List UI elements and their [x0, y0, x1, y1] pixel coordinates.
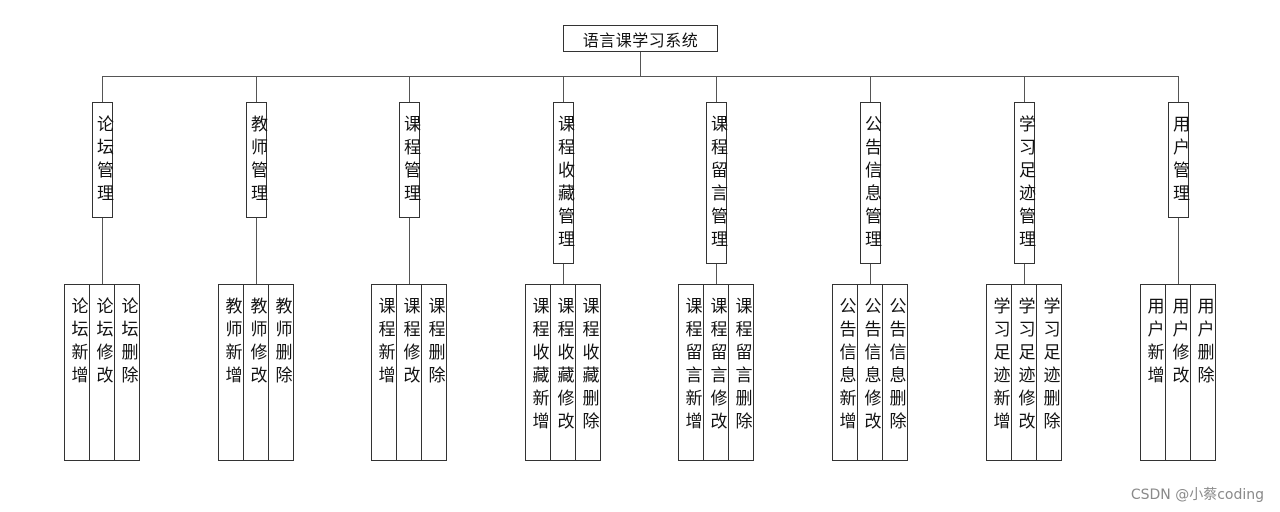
- module-node-label: 课程收藏管理: [554, 115, 574, 253]
- leaf-node-label: 论坛删除: [117, 297, 138, 389]
- leaf-node-label: 教师新增: [221, 297, 242, 389]
- leaf-node-label: 学习足迹新增: [989, 297, 1010, 435]
- leaf-node-label: 学习足迹删除: [1039, 297, 1060, 435]
- leaf-node: 教师修改: [243, 284, 269, 461]
- leaf-node-label: 课程留言删除: [731, 297, 752, 435]
- module-node: 论坛管理: [92, 102, 113, 218]
- leaf-node: 用户新增: [1140, 284, 1166, 461]
- module-node-label: 课程留言管理: [707, 115, 727, 253]
- leaf-node-label: 公告信息修改: [860, 297, 881, 435]
- leaf-node: 课程新增: [371, 284, 397, 461]
- module-node-label: 论坛管理: [93, 115, 113, 207]
- leaf-node-label: 课程留言修改: [706, 297, 727, 435]
- leaf-node-label: 论坛新增: [67, 297, 88, 389]
- leaf-node-label: 用户新增: [1143, 297, 1164, 389]
- leaf-node-label: 公告信息新增: [835, 297, 856, 435]
- leaf-node-label: 论坛修改: [92, 297, 113, 389]
- module-node-label: 教师管理: [247, 115, 267, 207]
- leaf-node-label: 课程新增: [374, 297, 395, 389]
- leaf-node: 课程修改: [396, 284, 422, 461]
- leaf-node-label: 课程收藏新增: [528, 297, 549, 435]
- leaf-node-label: 用户删除: [1193, 297, 1214, 389]
- module-node: 课程收藏管理: [553, 102, 574, 264]
- leaf-node-label: 教师修改: [246, 297, 267, 389]
- leaf-node: 课程留言新增: [678, 284, 704, 461]
- module-node: 公告信息管理: [860, 102, 881, 264]
- leaf-node: 教师新增: [218, 284, 244, 461]
- leaf-node: 课程留言修改: [703, 284, 729, 461]
- module-node-label: 公告信息管理: [861, 115, 881, 253]
- leaf-node-label: 学习足迹修改: [1014, 297, 1035, 435]
- leaf-node: 课程收藏修改: [550, 284, 576, 461]
- leaf-node: 用户修改: [1165, 284, 1191, 461]
- leaf-node: 课程留言删除: [728, 284, 754, 461]
- leaf-node: 学习足迹修改: [1011, 284, 1037, 461]
- leaf-node: 公告信息新增: [832, 284, 858, 461]
- leaf-node: 教师删除: [268, 284, 294, 461]
- leaf-node: 课程收藏新增: [525, 284, 551, 461]
- leaf-node-label: 教师删除: [271, 297, 292, 389]
- leaf-node-label: 课程收藏修改: [553, 297, 574, 435]
- root-node: 语言课学习系统: [563, 25, 718, 52]
- leaf-node-label: 课程修改: [399, 297, 420, 389]
- leaf-node: 学习足迹删除: [1036, 284, 1062, 461]
- leaf-node: 用户删除: [1190, 284, 1216, 461]
- watermark: CSDN @小蔡coding: [1130, 487, 1264, 503]
- leaf-node-label: 课程删除: [424, 297, 445, 389]
- leaf-node: 学习足迹新增: [986, 284, 1012, 461]
- leaf-node: 论坛删除: [114, 284, 140, 461]
- leaf-node-label: 课程留言新增: [681, 297, 702, 435]
- root-node-label: 语言课学习系统: [582, 30, 699, 50]
- module-node: 课程管理: [399, 102, 420, 218]
- leaf-node: 公告信息删除: [882, 284, 908, 461]
- leaf-node-label: 用户修改: [1168, 297, 1189, 389]
- leaf-node: 论坛新增: [64, 284, 90, 461]
- module-node-label: 用户管理: [1169, 115, 1189, 207]
- module-node: 学习足迹管理: [1014, 102, 1035, 264]
- module-node-label: 课程管理: [400, 115, 420, 207]
- leaf-node: 论坛修改: [89, 284, 115, 461]
- module-node-label: 学习足迹管理: [1015, 115, 1035, 253]
- module-node: 用户管理: [1168, 102, 1189, 218]
- leaf-node-label: 公告信息删除: [885, 297, 906, 435]
- leaf-node-label: 课程收藏删除: [578, 297, 599, 435]
- module-node: 教师管理: [246, 102, 267, 218]
- leaf-node: 公告信息修改: [857, 284, 883, 461]
- module-node: 课程留言管理: [706, 102, 727, 264]
- leaf-node: 课程收藏删除: [575, 284, 601, 461]
- leaf-node: 课程删除: [421, 284, 447, 461]
